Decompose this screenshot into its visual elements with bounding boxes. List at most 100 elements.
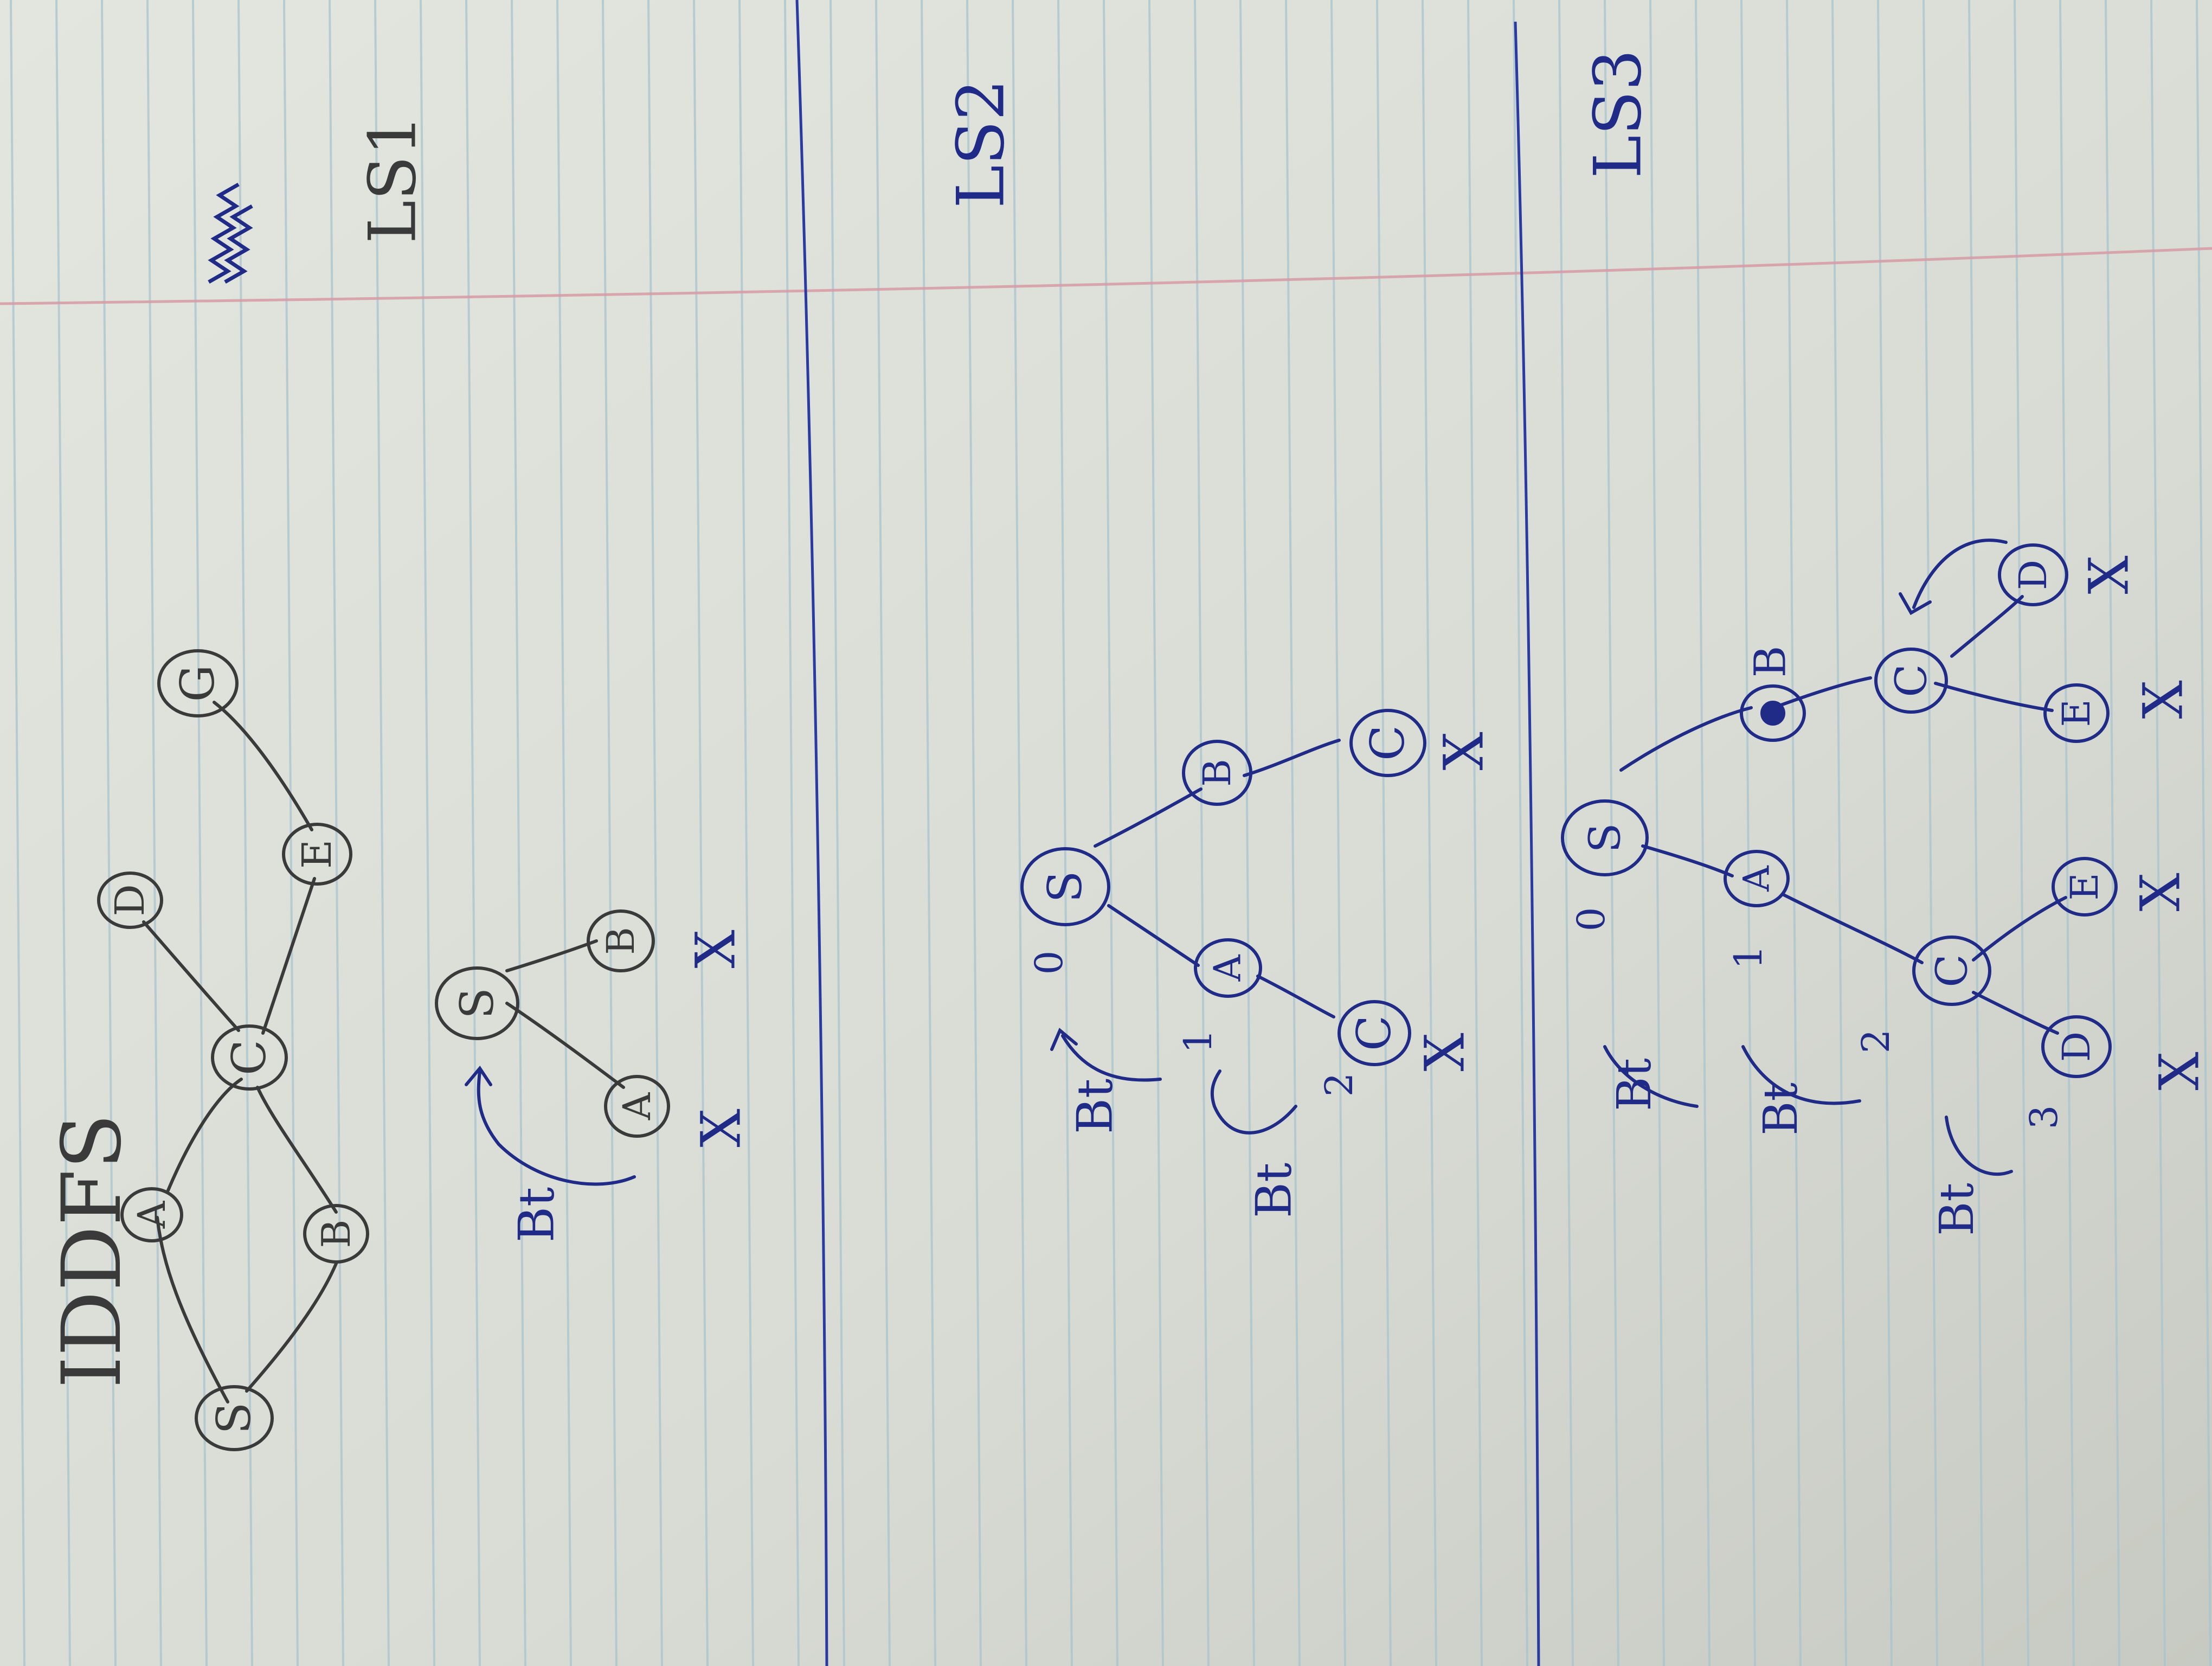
edge <box>1619 706 1753 772</box>
graph-node-s <box>195 1385 274 1451</box>
ruled-line <box>10 0 25 1666</box>
ruled-line <box>1649 0 1665 1666</box>
ls2-annotation-bt: Bt <box>1246 1163 1303 1218</box>
ruled-line <box>829 0 845 1666</box>
ls2-annotation-depth: 0 <box>1027 951 1071 975</box>
arrow-head <box>1899 592 1932 616</box>
graph-label-a: A <box>130 1200 174 1229</box>
backtrack-arrow <box>1210 1069 1297 1135</box>
ls3-annotation-depth: 3 <box>2022 1105 2066 1130</box>
graph-node-c <box>211 1024 288 1091</box>
backtrack-arrow <box>477 1069 636 1186</box>
ls2-mark-x: X <box>1432 732 1496 770</box>
edge <box>1972 896 2067 962</box>
ls3-annotation-bt: Bt <box>1930 1183 1984 1236</box>
ruled-line <box>1604 0 1619 1666</box>
ruled-line <box>1467 0 1483 1666</box>
ls1-tree <box>435 909 670 1186</box>
ls2-node-c2 <box>1349 709 1426 777</box>
edge <box>1243 739 1341 777</box>
panel-divider <box>795 0 828 1666</box>
ls3-node-b-fill <box>1760 701 1785 726</box>
ruled-line <box>1239 0 1255 1666</box>
ruled-line <box>1285 0 1301 1666</box>
ls2-label-a: A <box>1207 954 1250 982</box>
ruled-line <box>875 0 891 1666</box>
ls3-node-d1 <box>2041 1015 2112 1078</box>
ls2-label-b: B <box>1195 759 1239 786</box>
ls3-label-d: D <box>2054 1031 2099 1062</box>
ruled-line <box>192 0 208 1666</box>
scribble-mark <box>208 182 253 284</box>
backtrack-arrow <box>1061 1034 1162 1082</box>
ruled-line <box>1422 0 1437 1666</box>
graph-node-e <box>282 823 352 886</box>
ruled-line <box>2196 0 2211 1666</box>
ls3-mark-x: X <box>2148 1052 2211 1090</box>
ruled-line <box>1513 0 1528 1666</box>
ruled-line <box>784 0 800 1666</box>
ls3-node-e2 <box>2043 683 2110 743</box>
edge <box>1256 975 1335 1018</box>
margin-line <box>0 247 2212 305</box>
ruled-line <box>146 0 162 1666</box>
edge <box>1779 676 1872 707</box>
page-title: IDDFS <box>45 1113 139 1388</box>
ls2-node-a <box>1194 938 1262 998</box>
graph-node-g <box>157 649 239 717</box>
ls3-mark-x: X <box>2132 680 2195 719</box>
ruled-line <box>374 0 390 1666</box>
ruled-line <box>921 0 936 1666</box>
ls3-node-c1 <box>1912 935 1991 1006</box>
panel-label-ls1: LS1 <box>356 114 431 244</box>
edge <box>156 1216 229 1404</box>
ruled-line <box>1103 0 1118 1666</box>
ls1-node-b <box>587 909 655 972</box>
ls3-node-c2 <box>1874 648 1948 714</box>
ls3-label-d: D <box>2011 560 2055 590</box>
ls2-label-s: S <box>1038 871 1092 903</box>
ls2-label-c: C <box>1361 725 1415 761</box>
graph-node-d <box>97 872 163 929</box>
ls3-mark-x: X <box>2078 555 2141 594</box>
ls1-label-a: A <box>615 1092 659 1120</box>
ruled-line <box>101 0 117 1666</box>
graph-label-s: S <box>207 1402 261 1434</box>
ls3-label-a: A <box>1736 865 1778 892</box>
ls1-annotation-bt: Bt <box>509 1187 565 1242</box>
ruled-line <box>1877 0 1893 1666</box>
graph-label-d: D <box>107 884 153 916</box>
ruled-line <box>738 0 754 1666</box>
ls3-node-e1 <box>2052 857 2118 917</box>
backtrack-arrow <box>1741 1045 1861 1105</box>
ruled-line <box>1148 0 1164 1666</box>
ruled-line <box>647 0 663 1666</box>
ls2-annotation-depth: 1 <box>1176 1029 1220 1054</box>
ls2-annotation-bt: Bt <box>1067 1079 1124 1134</box>
ruled-line <box>966 0 982 1666</box>
edge <box>213 701 313 831</box>
ls2-node-s <box>1020 847 1110 926</box>
edge <box>1107 904 1200 967</box>
ruled-line <box>556 0 572 1666</box>
graph-label-e: E <box>294 840 340 869</box>
ruled-line <box>2059 0 2075 1666</box>
ls3-annotation-bt: Bt <box>1607 1058 1662 1111</box>
ls3-node-b <box>1740 684 1806 742</box>
graph-node-a <box>120 1187 183 1242</box>
backtrack-arrow <box>1603 1045 1699 1108</box>
ls1-mark-x: X <box>684 930 748 968</box>
ls2-label-c: C <box>1347 1015 1401 1051</box>
ls2-node-b <box>1182 740 1252 806</box>
edge <box>1934 682 2054 712</box>
ls2-annotation-depth: 2 <box>1317 1073 1361 1097</box>
backtrack-arrow <box>1945 1116 2013 1176</box>
edge <box>142 920 240 1032</box>
ruled-line <box>693 0 709 1666</box>
ruled-line <box>283 0 299 1666</box>
ruled-line <box>2105 0 2120 1666</box>
ls3-annotation-bt: Bt <box>1754 1082 1808 1136</box>
panel-label-ls2: LS2 <box>944 79 1019 208</box>
ls1-label-s: S <box>451 988 504 1019</box>
